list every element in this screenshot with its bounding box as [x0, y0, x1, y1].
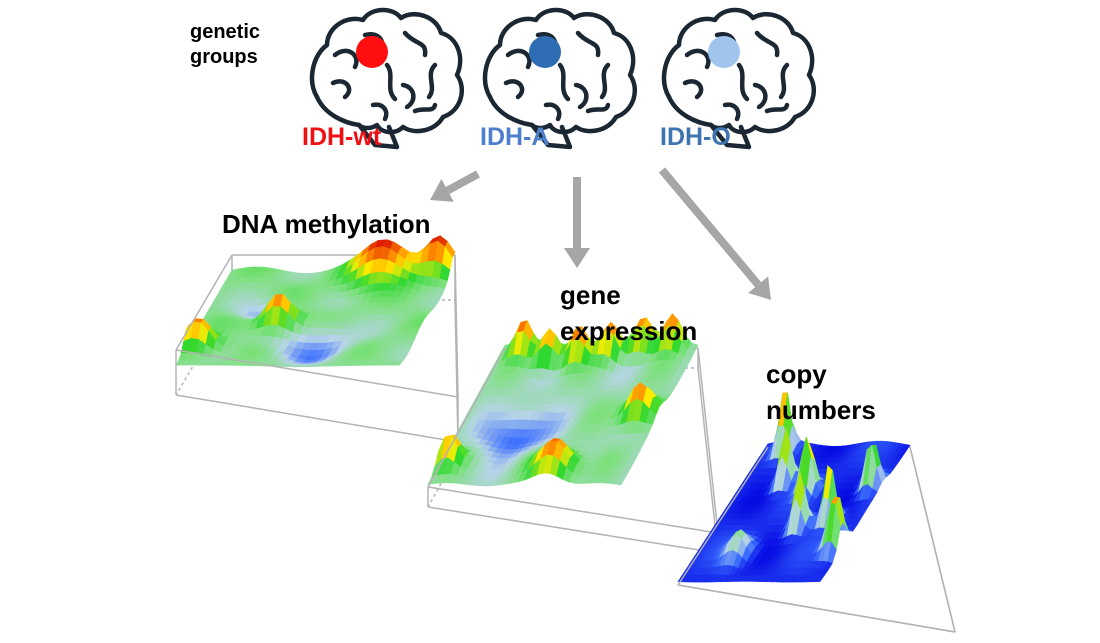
- genetic-groups-label: genetic groups: [190, 21, 261, 68]
- group-dot: [529, 36, 561, 68]
- arrow-icon: [658, 167, 771, 300]
- arrow-group: [430, 167, 771, 300]
- panel-title-dna-methylation: DNA methylation: [222, 209, 431, 239]
- group-dot: [708, 36, 740, 68]
- surface-dna-methylation: [175, 235, 459, 443]
- arrow-icon: [564, 177, 590, 268]
- group-dot: [356, 36, 388, 68]
- group-label-idh-wt: IDH-wt: [302, 123, 382, 151]
- arrow-icon: [430, 170, 480, 202]
- panel-title-gene-expression: gene expression: [560, 280, 698, 346]
- group-label-idh-a: IDH-A: [480, 123, 550, 151]
- group-label-idh-o: IDH-O: [660, 123, 731, 151]
- brain-icon: [309, 7, 464, 150]
- surface-gene-expression: [427, 313, 719, 554]
- brain-group: [309, 7, 816, 150]
- surface-plots: [175, 235, 956, 633]
- panel-title-copy-numbers: copy numbers: [766, 359, 876, 425]
- brain-icon: [482, 7, 637, 150]
- brain-icon: [661, 7, 816, 150]
- surface-copy-numbers: [677, 392, 956, 633]
